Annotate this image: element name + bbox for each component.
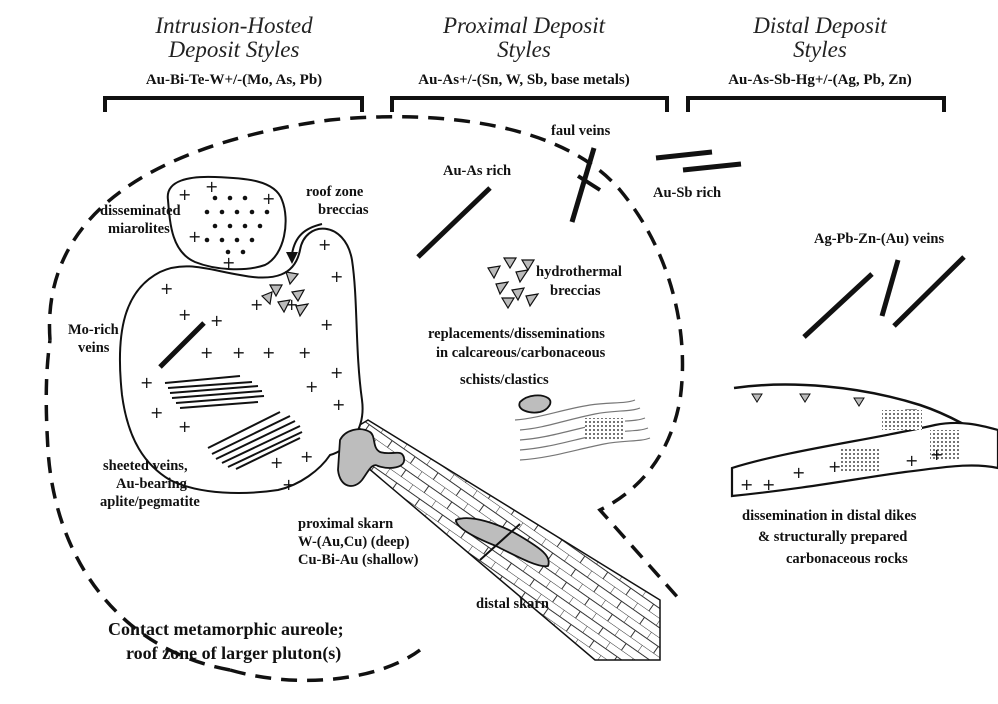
label-hydrothermal-line1: hydrothermal bbox=[536, 264, 622, 280]
label-hydrothermal-line2: breccias bbox=[550, 283, 601, 299]
plus-sign: + bbox=[905, 451, 918, 470]
plus-sign: + bbox=[140, 373, 153, 392]
au-as-vein bbox=[418, 188, 490, 257]
header-intrusion-title-line1: Intrusion-Hosted bbox=[154, 13, 313, 38]
label-distal-dikes-line1: dissemination in distal dikes bbox=[742, 508, 917, 524]
replacement-dotted-lens bbox=[585, 418, 625, 440]
label-aureole-line1: Contact metamorphic aureole; bbox=[108, 619, 344, 639]
label-mo-rich-line1: Mo-rich bbox=[68, 322, 119, 338]
ag-pb-zn-vein-2 bbox=[882, 260, 898, 316]
plus-sign: + bbox=[828, 457, 841, 476]
plus-sign: + bbox=[740, 475, 753, 494]
header-proximal-title-line2: Styles bbox=[497, 37, 551, 62]
plus-sign: + bbox=[178, 417, 191, 436]
plus-sign: + bbox=[232, 343, 245, 362]
header-brackets bbox=[105, 98, 944, 112]
hydrothermal-breccia-triangles bbox=[488, 258, 538, 308]
plus-sign: + bbox=[762, 475, 775, 494]
label-disseminated-line2: miarolites bbox=[108, 221, 170, 237]
label-au-as-rich: Au-As rich bbox=[443, 163, 511, 179]
label-aureole-line2: roof zone of larger pluton(s) bbox=[126, 643, 341, 664]
ag-pb-zn-vein-3 bbox=[894, 257, 964, 326]
plus-sign: + bbox=[262, 343, 275, 362]
label-disseminated-line1: disseminated bbox=[100, 203, 181, 219]
header-distal-assemblage: Au-As-Sb-Hg+/-(Ag, Pb, Zn) bbox=[728, 72, 912, 88]
plus-sign: + bbox=[330, 363, 343, 382]
label-distal-dikes-line3: carbonaceous rocks bbox=[786, 551, 908, 567]
header-distal-title-line2: Styles bbox=[793, 37, 847, 62]
plus-sign: + bbox=[200, 343, 213, 362]
plus-sign: + bbox=[178, 305, 191, 324]
label-replacements-line3: schists/clastics bbox=[460, 372, 549, 388]
label-roof-zone-line1: roof zone bbox=[306, 184, 364, 200]
au-sb-vein-2 bbox=[683, 164, 741, 170]
label-mo-rich-line2: veins bbox=[78, 340, 110, 356]
plus-sign: + bbox=[930, 445, 943, 464]
label-distal-skarn: distal skarn bbox=[476, 596, 549, 612]
plus-sign: + bbox=[282, 475, 295, 494]
label-au-sb-rich: Au-Sb rich bbox=[653, 185, 721, 201]
plus-sign: + bbox=[320, 315, 333, 334]
plus-sign: + bbox=[270, 453, 283, 472]
distal-dotted-zone-1 bbox=[882, 410, 922, 430]
label-proximal-skarn-line1: proximal skarn bbox=[298, 516, 393, 532]
label-proximal-skarn-line2: W-(Au,Cu) (deep) bbox=[298, 534, 410, 550]
plus-sign: + bbox=[222, 253, 235, 272]
ag-pb-zn-vein-1 bbox=[804, 274, 872, 337]
plus-sign: + bbox=[305, 377, 318, 396]
plus-sign: + bbox=[300, 447, 313, 466]
plus-sign: + bbox=[262, 189, 275, 208]
header-intrusion-assemblage: Au-Bi-Te-W+/-(Mo, As, Pb) bbox=[146, 72, 322, 88]
label-sheeted-line2: Au-bearing bbox=[116, 476, 188, 492]
label-sheeted-line1: sheeted veins, bbox=[103, 458, 188, 474]
plus-sign: + bbox=[188, 227, 201, 246]
plus-sign: + bbox=[205, 177, 218, 196]
label-fault-veins: faul veins bbox=[551, 123, 611, 139]
plus-sign: + bbox=[160, 279, 173, 298]
plus-sign: + bbox=[792, 463, 805, 482]
au-sb-vein-1 bbox=[656, 152, 712, 158]
label-roof-zone-line2: breccias bbox=[318, 202, 369, 218]
label-distal-dikes-line2: & structurally prepared bbox=[758, 529, 907, 545]
replacement-gray-lens bbox=[519, 395, 550, 412]
plus-sign: + bbox=[318, 235, 331, 254]
header-distal-title-line1: Distal Deposit bbox=[752, 13, 887, 38]
label-replacements-line1: replacements/disseminations bbox=[428, 326, 605, 342]
header-proximal-title-line1: Proximal Deposit bbox=[442, 13, 606, 38]
plus-sign: + bbox=[178, 185, 191, 204]
plus-sign: + bbox=[210, 311, 223, 330]
header-intrusion-title-line2: Deposit Styles bbox=[168, 37, 300, 62]
plus-sign: + bbox=[150, 403, 163, 422]
label-proximal-skarn-line3: Cu-Bi-Au (shallow) bbox=[298, 552, 419, 568]
label-sheeted-line3: aplite/pegmatite bbox=[100, 494, 200, 510]
plus-sign: + bbox=[330, 267, 343, 286]
label-replacements-line2: in calcareous/carbonaceous bbox=[436, 345, 606, 361]
label-ag-pb-zn-veins: Ag-Pb-Zn-(Au) veins bbox=[814, 231, 944, 247]
header-proximal-assemblage: Au-As+/-(Sn, W, Sb, base metals) bbox=[418, 72, 630, 88]
plus-sign: + bbox=[332, 395, 345, 414]
plus-sign: + bbox=[298, 343, 311, 362]
plus-sign: + bbox=[250, 295, 263, 314]
distal-dotted-zone-3 bbox=[840, 448, 880, 472]
